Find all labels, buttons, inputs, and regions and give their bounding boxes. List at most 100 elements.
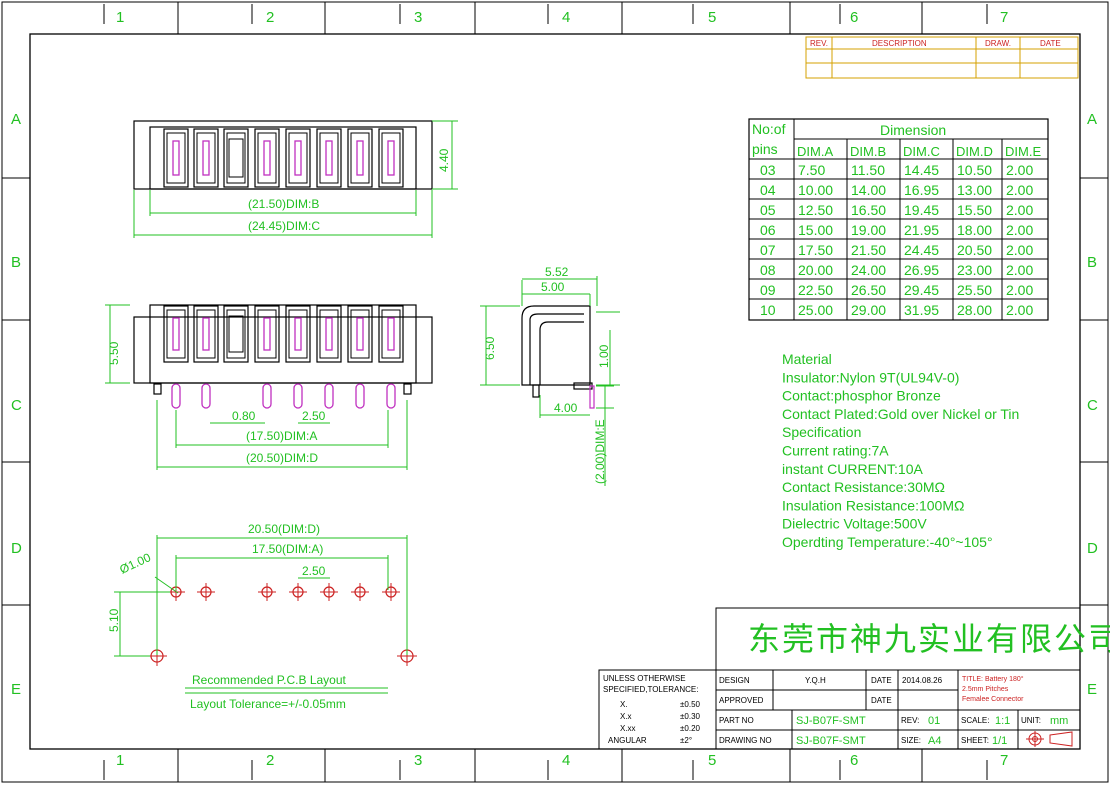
table-cell: 12.50 [798,202,833,218]
company-name: 东莞市神九实业有限公司 [748,621,1110,657]
pcb-layout-title: Recommended P.C.B Layout [192,673,347,687]
tol-label: X.x [620,712,632,721]
table-cell: 06 [760,222,776,238]
top-view [133,120,433,190]
table-cell: 26.50 [851,282,886,298]
table-cell: 29.00 [851,302,886,318]
table-cell: 2.00 [1006,182,1033,198]
col-label-bottom: 2 [266,752,274,769]
table-header: DIM.A [797,144,833,159]
title-line: Femalee Connector [962,696,1024,703]
row-label-left: D [11,540,22,557]
tol-label: X. [620,700,628,709]
table-cell: 07 [760,242,776,258]
row-label-right: C [1087,397,1098,414]
row-label-right: D [1087,540,1098,557]
table-cell: 21.50 [851,242,886,258]
dim-pcb-hole: Ø1.00 [117,550,153,577]
table-header: pins [752,141,778,157]
dim-front-pitch: 2.50 [302,409,326,423]
row-label-right: E [1087,681,1097,698]
dim-top-b: (21.50)DIM:B [248,197,319,211]
date-label: DATE [871,676,892,685]
table-cell: 20.00 [798,262,833,278]
tol-value: ±2° [680,736,692,745]
tol-value: ±0.20 [680,724,701,733]
row-label-left: B [11,254,21,271]
tol-value: ±0.50 [680,700,701,709]
table-cell: 2.00 [1006,262,1033,278]
table-header: No:of [752,121,786,137]
table-cell: 14.00 [851,182,886,198]
table-cell: 29.45 [904,282,939,298]
spec-line: Contact:phosphor Bronze [782,388,941,404]
dim-top-c: (24.45)DIM:C [248,219,320,233]
table-header: DIM.D [956,144,993,159]
date-value: 2014.08.26 [902,676,943,685]
table-cell: 04 [760,182,776,198]
col-label-top: 2 [266,9,274,26]
table-cell: 2.00 [1006,202,1033,218]
unit-label: UNIT: [1021,716,1041,725]
table-cell: 10.00 [798,182,833,198]
table-cell: 2.00 [1006,162,1033,178]
col-label-bottom: 1 [116,752,124,769]
table-cell: 09 [760,282,776,298]
scale-value: 1:1 [995,715,1010,727]
col-label-bottom: 5 [708,752,716,769]
dim-side-650: 6.50 [483,336,497,360]
dim-pcb-d: 20.50(DIM:D) [248,522,320,536]
side-view-dims: 5.52 5.00 6.50 1.00 4.00 (2.00)DIM:E [480,265,620,486]
table-cell: 2.00 [1006,222,1033,238]
table-cell: 03 [760,162,776,178]
front-view [133,304,433,409]
spec-line: instant CURRENT:10A [782,461,923,477]
table-cell: 28.00 [957,302,992,318]
table-cell: 16.50 [851,202,886,218]
dim-side-e: (2.00)DIM:E [593,419,607,484]
table-cell: 08 [760,262,776,278]
sheet-label: SHEET: [961,736,989,745]
table-cell: 17.50 [798,242,833,258]
col-label-top: 5 [708,9,716,26]
scale-label: SCALE: [961,716,989,725]
dim-pcb-a: 17.50(DIM:A) [252,542,323,556]
drawing-label: DRAWING NO [719,736,772,745]
approved-label: APPROVED [719,696,764,705]
table-cell: 25.50 [957,282,992,298]
table-cell: 13.00 [957,182,992,198]
col-label-top: 1 [116,9,124,26]
tol-label: X.xx [620,724,636,733]
title-block-text: DESIGN Y.Q.H DATE 2014.08.26 APPROVED DA… [719,675,1068,747]
spec-line: Current rating:7A [782,443,889,459]
table-cell: 22.50 [798,282,833,298]
sheet-value: 1/1 [992,735,1007,747]
title-line: TITLE: Battery 180° [962,675,1024,683]
size-label: SIZE: [901,736,921,745]
dim-front-d: (20.50)DIM:D [246,451,318,465]
title-line: 2.5mm Pitches [962,686,1009,693]
col-label-bottom: 3 [414,752,422,769]
tol-label: ANGULAR [608,736,647,745]
pcb-layout-dims: 20.50(DIM:D) 17.50(DIM:A) Ø1.00 2.50 5.1… [107,522,408,711]
row-label-right: B [1087,254,1097,271]
col-label-top: 4 [562,9,570,26]
dim-side-500: 5.00 [541,280,565,294]
table-cell: 15.00 [798,222,833,238]
top-view-dims: 4.40 (21.50)DIM:B (24.45)DIM:C [133,120,458,238]
table-cell: 2.00 [1006,242,1033,258]
table-cell: 20.50 [957,242,992,258]
design-label: DESIGN [719,676,750,685]
pcb-layout [147,583,417,666]
rev-value: 01 [928,715,940,727]
front-view-dims: 5.50 0.80 2.50 (17.50)DIM:A (20.50)DIM:D [105,304,408,470]
col-label-bottom: 7 [1000,752,1008,769]
dim-side-552: 5.52 [545,265,569,279]
design-value: Y.Q.H [805,676,826,685]
spec-line: Contact Plated:Gold over Nickel or Tin [782,406,1019,422]
table-header: DIM.C [903,144,940,159]
